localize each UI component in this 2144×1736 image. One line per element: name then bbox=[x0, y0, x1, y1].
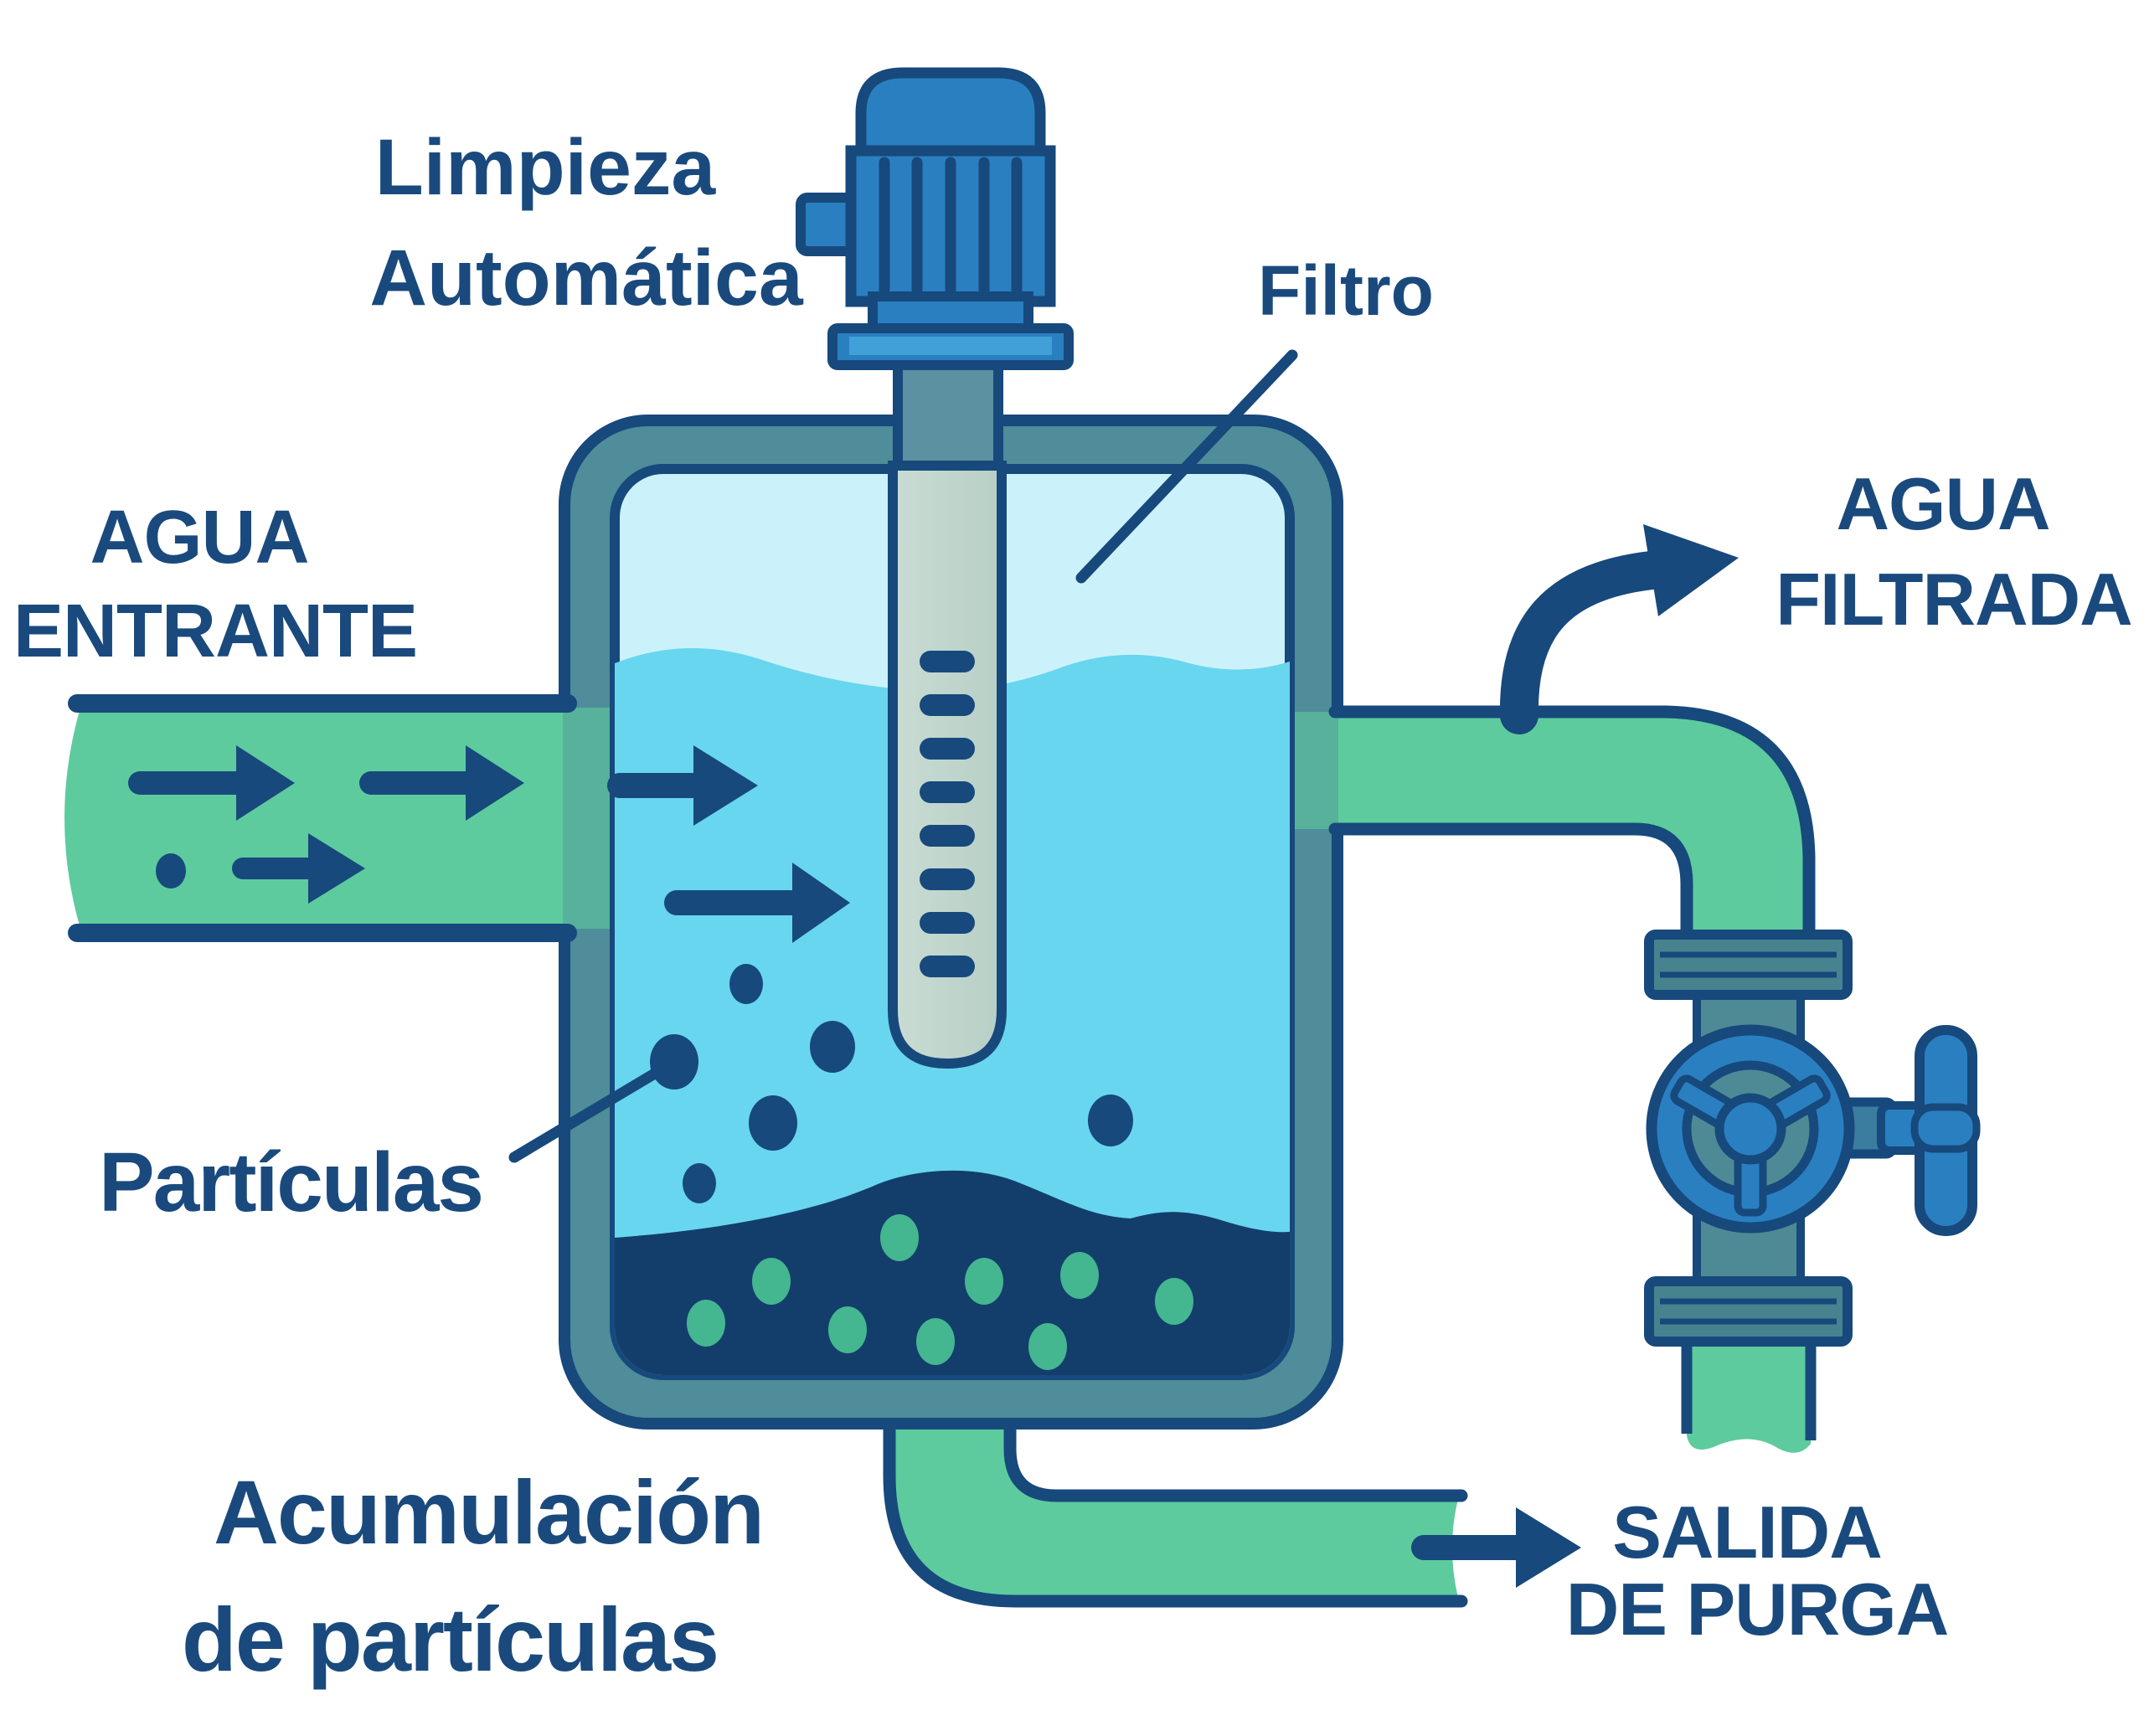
valve-flange-top bbox=[1644, 930, 1853, 1000]
label-limpieza-line2: Automática bbox=[369, 234, 803, 322]
flow-arrow-head bbox=[236, 745, 295, 821]
suspended-particles bbox=[650, 964, 1133, 1203]
label-agua-filtrada-line2: FILTRADA bbox=[1776, 558, 2131, 641]
filter-assembly bbox=[796, 67, 1074, 1069]
filter-rod-slots bbox=[920, 651, 975, 977]
motor-flange-stripe bbox=[849, 337, 1052, 355]
curved-arrow-head bbox=[1643, 524, 1739, 616]
purge-arrow bbox=[1411, 1507, 1581, 1588]
label-salida-purga-line1: SALIDA bbox=[1612, 1491, 1882, 1574]
label-agua-entrante-line2: ENTRANTE bbox=[13, 590, 417, 673]
purge-pipe bbox=[883, 1373, 1468, 1608]
filtered-pipe bbox=[1288, 705, 1816, 946]
valve-flange-bottom bbox=[1644, 1276, 1853, 1347]
purge-pipe-outer-edge bbox=[883, 1417, 1468, 1608]
trapped-particles bbox=[687, 1214, 1193, 1370]
particle bbox=[156, 853, 186, 889]
drain-valve bbox=[1644, 930, 1981, 1453]
valve-wheel-icon bbox=[1646, 1024, 1855, 1234]
filtered-pipe-top-edge bbox=[1328, 705, 1816, 946]
label-acumulacion-line2: de partículas bbox=[182, 1589, 718, 1690]
particles-leader-line bbox=[508, 1056, 680, 1163]
particle bbox=[1088, 1095, 1133, 1146]
flow-arrow-head bbox=[792, 863, 850, 943]
flow-arrow-head bbox=[1516, 1507, 1581, 1588]
label-salida-purga-line2: DE PURGA bbox=[1566, 1568, 1949, 1651]
flow-arrow-head bbox=[308, 833, 365, 904]
particle bbox=[729, 964, 763, 1004]
label-agua-entrante-line1: AGUA bbox=[90, 496, 309, 580]
flow-arrow-head bbox=[693, 745, 758, 826]
label-limpieza-line1: Limpieza bbox=[375, 123, 717, 212]
label-filtro: Filtro bbox=[1258, 251, 1434, 330]
incoming-pipe bbox=[64, 694, 620, 942]
particle bbox=[749, 1095, 797, 1151]
filter-leader-line bbox=[1075, 349, 1298, 584]
label-particulas: Partículas bbox=[99, 1136, 482, 1229]
purge-pipe-fill bbox=[889, 1373, 1459, 1601]
filter-rod-icon bbox=[888, 461, 1007, 1069]
sediment-layer bbox=[615, 1170, 1290, 1375]
label-agua-filtrada-line1: AGUA bbox=[1836, 462, 2049, 545]
flow-arrow-head bbox=[466, 745, 524, 821]
motor-icon bbox=[796, 67, 1074, 370]
valve-outlet-pipe bbox=[1687, 1342, 1811, 1453]
filtered-pipe-wall-shade bbox=[1295, 712, 1338, 829]
curved-arrow-icon bbox=[1499, 551, 1671, 734]
motor-cap bbox=[855, 67, 1046, 158]
particle bbox=[683, 1163, 716, 1203]
purge-pipe-inner-edge bbox=[1003, 1417, 1468, 1502]
particle bbox=[810, 1021, 855, 1073]
filtered-water-arrow bbox=[1499, 524, 1739, 734]
tank-flow-arrows bbox=[607, 745, 850, 943]
incoming-pipe-wall-shade bbox=[563, 708, 618, 929]
motor-fins bbox=[879, 157, 1023, 296]
label-acumulacion-line1: Acumulación bbox=[214, 1461, 763, 1563]
incoming-pipe-fill bbox=[64, 708, 620, 929]
filtered-pipe-inner-edge bbox=[1328, 822, 1693, 946]
valve-handle-grip bbox=[1910, 1103, 1981, 1153]
text-labels: Limpieza Automática Filtro AGUA ENTRANTE… bbox=[13, 123, 2133, 1690]
incoming-flow-arrows bbox=[128, 745, 524, 904]
